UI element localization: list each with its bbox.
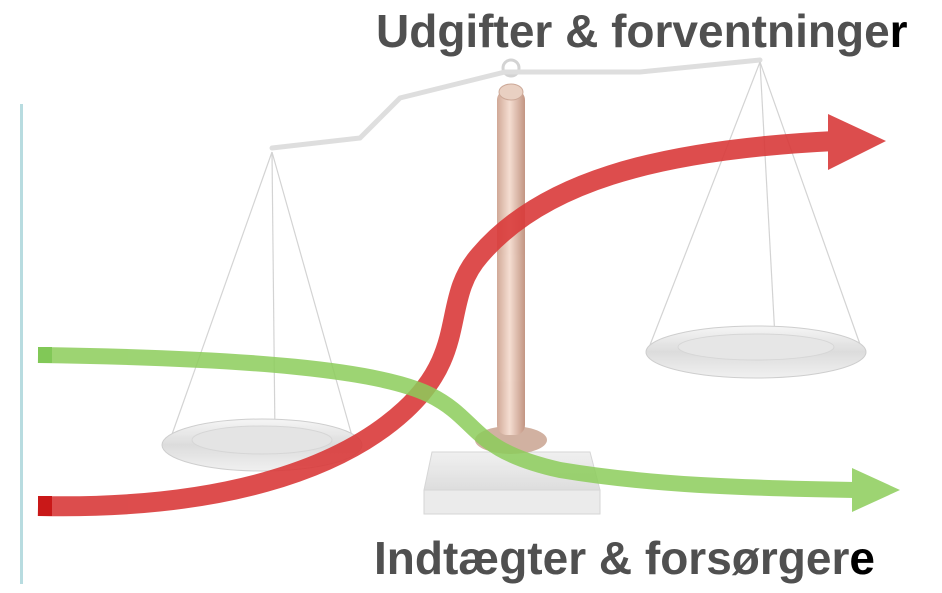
balance-scale-icon — [161, 57, 867, 515]
left-accent-rule — [20, 104, 23, 584]
headline-income-last: e — [849, 532, 875, 584]
headline-income-main: Indtægter & forsørger — [374, 532, 850, 584]
headline-expenses-last: r — [889, 5, 908, 57]
headline-income: Indtægter & forsørgere — [374, 535, 875, 581]
headline-expenses-main: Udgifter & forventninge — [376, 5, 890, 57]
rising-red-arrow — [37, 114, 886, 517]
falling-green-arrow — [37, 347, 900, 512]
headline-expenses: Udgifter & forventninger — [376, 8, 908, 54]
